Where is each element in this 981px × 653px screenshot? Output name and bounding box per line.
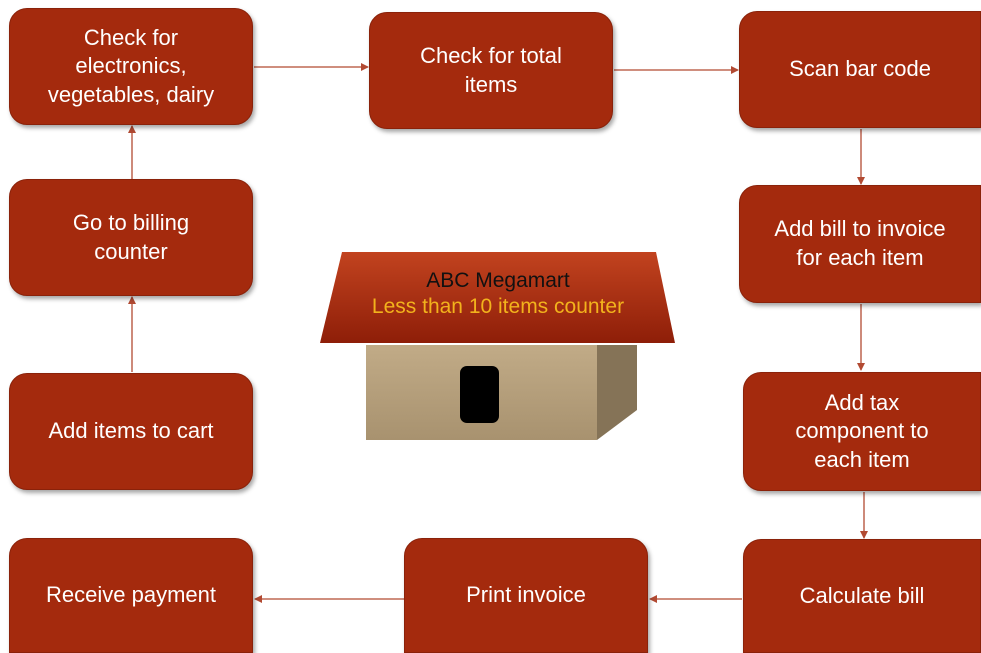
step-check-categories-label: Check for electronics, vegetables, dairy [47,24,215,107]
step-add-cart: Add items to cart [9,373,253,490]
store-door [460,366,499,423]
step-check-total: Check for total items [369,12,613,129]
step-add-cart-label: Add items to cart [48,418,214,444]
step-go-billing-label: Go to billing counter [72,209,190,264]
step-receive-payment: Receive payment [9,538,253,653]
step-go-billing: Go to billing counter [9,179,253,296]
step-scan-barcode-label: Scan bar code [789,56,931,82]
store-roof [320,252,675,343]
step-calculate-bill: Calculate bill [743,539,981,653]
step-check-total-label: Check for total items [420,42,562,97]
step-print-invoice-label: Print invoice [466,582,586,608]
step-add-tax: Add tax component to each item [743,372,981,491]
store-name: ABC Megamart [426,269,570,292]
step-add-invoice-label: Add bill to invoice for each item [774,216,946,270]
step-add-invoice: Add bill to invoice for each item [739,185,981,303]
step-check-categories: Check for electronics, vegetables, dairy [9,8,253,125]
store-counter-label: Less than 10 items counter [371,295,625,319]
step-add-tax-label: Add tax component to each item [795,389,929,472]
store-sign: ABC Megamart Less than 10 items counter [320,268,676,321]
store-wall-side [597,345,637,440]
step-scan-barcode: Scan bar code [739,11,981,128]
step-calculate-bill-label: Calculate bill [799,582,925,608]
step-print-invoice: Print invoice [404,538,648,653]
step-receive-payment-label: Receive payment [46,582,216,608]
